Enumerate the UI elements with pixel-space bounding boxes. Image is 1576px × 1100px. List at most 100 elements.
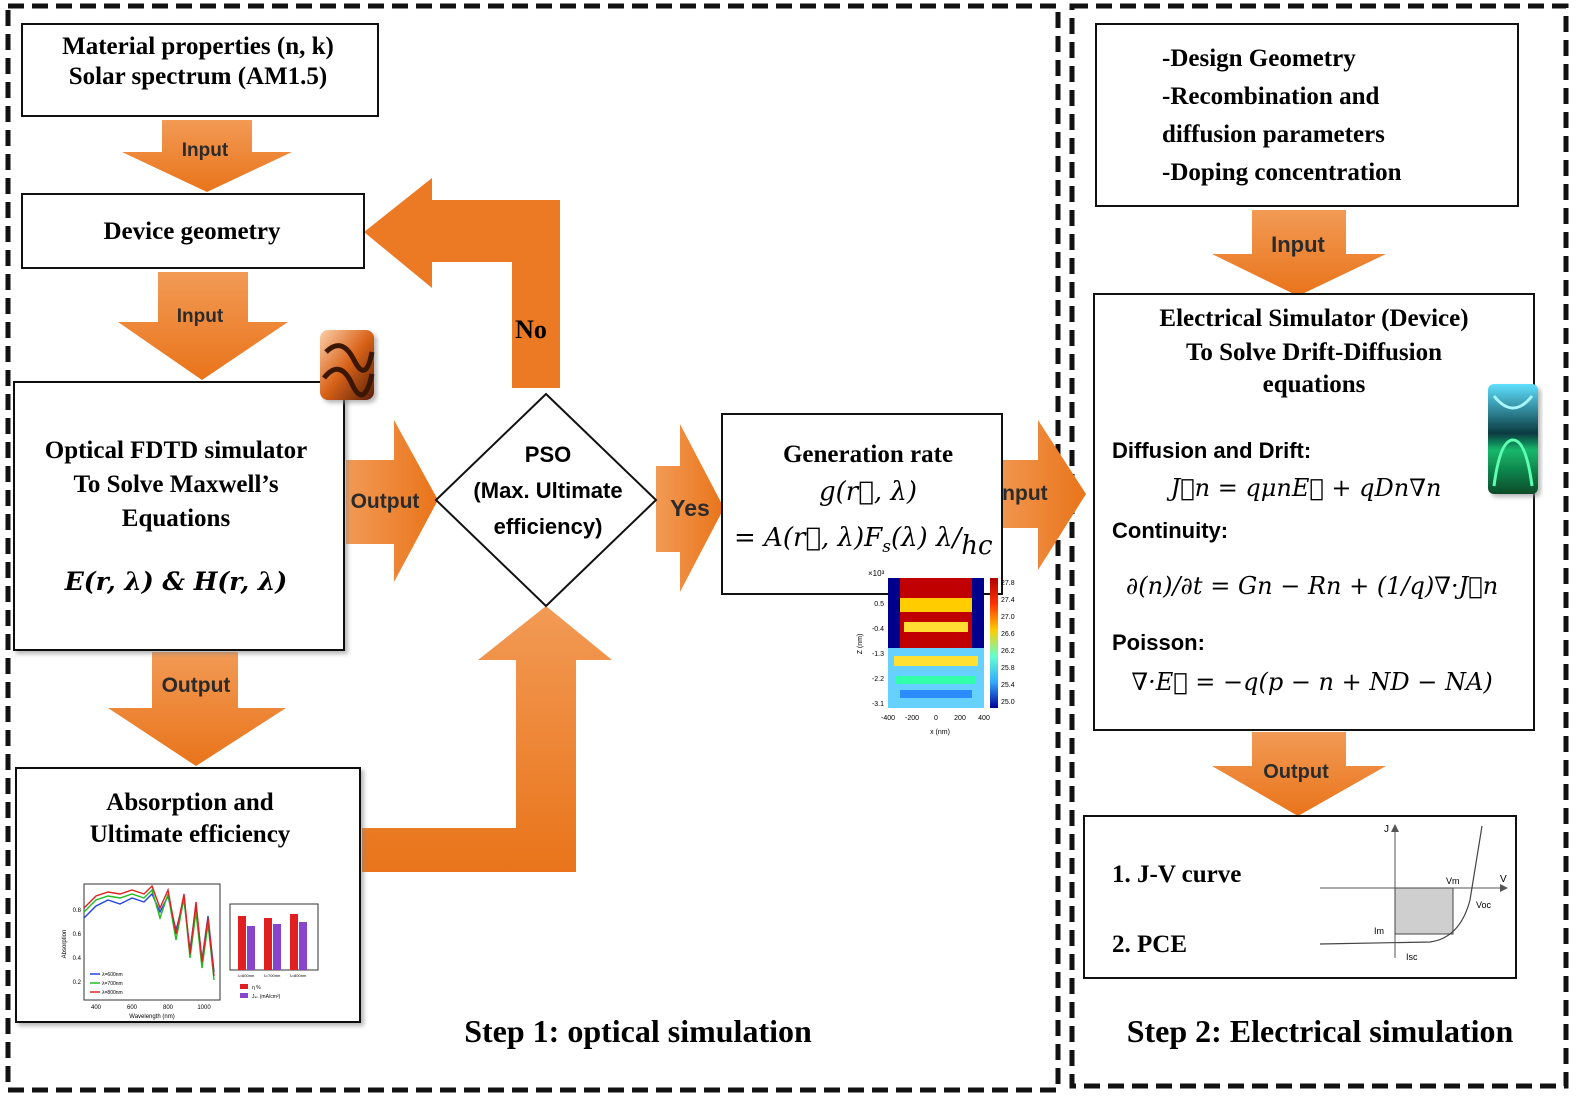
material-properties-box: Material properties (n, k) Solar spectru…: [21, 23, 379, 117]
poisson-equation: ∇·E⃗ = −q(p − n + ND − NA): [1131, 668, 1492, 696]
jv-curve-plot: J V Vm Voc Im Isc: [1319, 824, 1508, 962]
heatmap-x-tick-0: -400: [881, 715, 895, 722]
heatmap-colorbar-tick-2: 27.0: [1001, 614, 1015, 621]
heatmap-y-tick-1: -0.4: [872, 626, 884, 633]
step2-title: Step 2: Electrical simulation: [1127, 1013, 1514, 1049]
material-line-1: Material properties (n, k): [62, 33, 334, 60]
poisson-label: Poisson:: [1112, 630, 1205, 655]
absorption-ylabel: Absorption: [62, 930, 68, 959]
jv-curve: [1319, 825, 1483, 945]
generation-rate-box: Generation rate g(r⃗, λ) = A(r⃗, λ)Fs(λ)…: [721, 413, 1003, 595]
pso-line-2: (Max. Ultimate: [473, 478, 622, 503]
arrow-input-1-label: Input: [182, 140, 229, 161]
heatmap-y-tick-4: -3.1: [872, 701, 884, 708]
absorption-y-tick-1: 0.6: [73, 932, 82, 938]
fdtd-formula: E(r, λ) & H(r, λ): [64, 567, 288, 596]
arrow-input-step2: [1212, 210, 1386, 296]
param-line-4: -Doping concentration: [1162, 159, 1402, 186]
pso-line-1: PSO: [525, 442, 571, 467]
heatmap-y-tick-2: -1.3: [872, 651, 884, 658]
absorption-series-2: [83, 888, 215, 981]
heatmap-colorbar-tick-4: 26.2: [1001, 648, 1015, 655]
electrical-simulator-icon: [1488, 384, 1538, 494]
absorption-x-tick-0: 400: [91, 1005, 102, 1011]
fdtd-simulator-box: [13, 381, 345, 651]
absorption-line-2: Ultimate efficiency: [90, 821, 291, 848]
arrow-output-down-label: Output: [162, 674, 231, 697]
efficiency-bar-plot: λ=600nm λ=700nm λ=800nm η % Jₛₙ (mA/cm²): [229, 903, 319, 1000]
device-geometry-label: Device geometry: [104, 218, 281, 245]
material-line-2: Solar spectrum (AM1.5): [69, 63, 328, 90]
absorption-y-tick-3: 0.2: [73, 980, 82, 986]
electrical-params-box: -Design Geometry -Recombination and diff…: [1095, 23, 1519, 207]
arrow-output-down: [108, 652, 286, 766]
pso-decision: PSO (Max. Ultimate efficiency): [434, 392, 658, 608]
heatmap-colorbar-tick-0: 27.8: [1001, 580, 1015, 587]
bar-xlabel-3: λ=800nm: [290, 973, 307, 978]
simulator-line-3: equations: [1263, 371, 1366, 398]
arrow-input-2: [118, 272, 288, 380]
absorption-x-tick-2: 800: [163, 1005, 174, 1011]
fdtd-line-3: Equations: [122, 505, 231, 532]
bar-xlabel-1: λ=600nm: [238, 973, 255, 978]
output-item-2: 2. PCE: [1112, 931, 1187, 958]
fdtd-simulator-icon: [320, 330, 375, 400]
heatmap-colorbar-tick-3: 26.6: [1001, 631, 1015, 638]
simulator-line-2: To Solve Drift-Diffusion: [1186, 339, 1442, 366]
heatmap-colorbar-tick-5: 25.8: [1001, 665, 1015, 672]
arrow-output-right: [346, 420, 438, 582]
electrical-simulator-box: Electrical Simulator (Device) To Solve D…: [1093, 293, 1535, 731]
param-line-3: diffusion parameters: [1162, 121, 1385, 148]
arrow-input-right-label: Input: [996, 482, 1047, 505]
absorption-legend: λ=600nm λ=700nm λ=800nm: [90, 972, 123, 996]
arrow-no-label: No: [515, 315, 547, 344]
diffusion-label: Diffusion and Drift:: [1112, 438, 1311, 463]
jv-label-j: J: [1384, 824, 1389, 835]
heatmap-xlabel: x (nm): [930, 729, 950, 736]
heatmap-colorbar-tick-1: 27.4: [1001, 597, 1015, 604]
arrow-input-2-label: Input: [177, 306, 224, 327]
bar-legend-1: η %: [252, 985, 261, 991]
step2-frame: [1069, 3, 1569, 1089]
arrow-yes-label: Yes: [670, 495, 710, 521]
fdtd-line-1: Optical FDTD simulator: [45, 437, 308, 464]
arrow-no-loop: [364, 178, 560, 388]
bar-xlabel-2: λ=700nm: [264, 973, 281, 978]
step1-title: Step 1: optical simulation: [464, 1013, 812, 1049]
arrow-output-step2-label: Output: [1263, 761, 1329, 783]
absorption-legend-2: λ=700nm: [102, 981, 123, 987]
simulator-line-1: Electrical Simulator (Device): [1159, 305, 1468, 332]
arrow-yes: [656, 424, 724, 592]
arrow-absorption-to-pso: [362, 606, 612, 872]
pso-line-3: efficiency): [494, 514, 603, 539]
heatmap-x-tick-4: 400: [978, 715, 990, 722]
jv-label-v: V: [1500, 874, 1507, 885]
output-item-1: 1. J-V curve: [1112, 861, 1241, 888]
absorption-legend-1: λ=600nm: [102, 972, 123, 978]
heatmap-y-tick-3: -2.2: [872, 676, 884, 683]
arrow-input-step2-label: Input: [1271, 232, 1325, 257]
absorption-line-1: Absorption and: [106, 789, 274, 816]
continuity-label: Continuity:: [1112, 518, 1228, 543]
diffusion-equation: J⃗n = qμnE⃗ + qDn∇n: [1166, 474, 1442, 502]
absorption-series-3: [83, 884, 215, 977]
param-line-1: -Design Geometry: [1162, 45, 1356, 72]
generation-formula-2: = A(r⃗, λ)Fs(λ) λ/hc: [734, 523, 993, 561]
continuity-equation: ∂(n)/∂t = Gn − Rn + (1/q)∇·J⃗n: [1126, 572, 1498, 600]
jv-label-im: Im: [1374, 926, 1384, 936]
heatmap-scale: ×10³: [868, 569, 885, 578]
absorption-xlabel: Wavelength (nm): [129, 1014, 174, 1020]
heatmap-colorbar-ticks: 27.827.427.026.626.225.825.425.0: [1001, 580, 1015, 706]
heatmap-x-tick-3: 200: [954, 715, 966, 722]
device-geometry-box: Device geometry: [21, 193, 365, 269]
jv-label-voc: Voc: [1476, 900, 1492, 910]
heatmap-y-tick-0: 0.5: [874, 601, 884, 608]
bar-legend-2: Jₛₙ (mA/cm²): [252, 994, 281, 1000]
heatmap-colorbar-tick-7: 25.0: [1001, 699, 1015, 706]
absorption-x-tick-1: 600: [127, 1005, 138, 1011]
absorption-x-tick-3: 1000: [197, 1005, 211, 1011]
heatmap-ylabel: Z (nm): [857, 634, 864, 655]
